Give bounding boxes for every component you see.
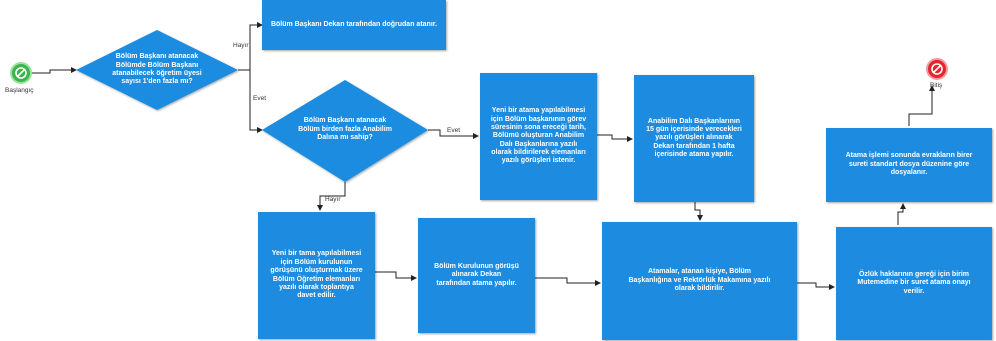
edge-label-d1-no: Hayır <box>233 42 249 49</box>
edge-anabilim-to-bildirim <box>694 202 703 221</box>
edge-gorus-to-anabilim <box>597 134 633 142</box>
box-kurul-gorusu[interactable]: Bölüm Kurulunun görüşü alınarak Dekan ta… <box>418 218 535 333</box>
box-kurul-toplanti[interactable]: Yeni bir tama yapılabilmesi için Bölüm k… <box>258 212 375 339</box>
box-ozluk[interactable]: Özlük haklarının gereği için birim Mutem… <box>836 227 992 340</box>
box-anabilim-15gun[interactable]: Anabilim Dalı Başkanlarının 15 gün içeri… <box>634 75 754 202</box>
edge-decision2-yes <box>428 129 479 139</box>
edge-label-d2-no: Hayır <box>325 196 341 203</box>
end-event[interactable] <box>926 58 948 80</box>
decision-1-shape <box>76 30 238 110</box>
box-gorus-istenir[interactable]: Yeni bir atama yapılabilmesi için Bölüm … <box>480 73 597 200</box>
end-label: Bitiş <box>930 82 943 89</box>
decision-1-text: Bölüm Başkanı atanacak Bölümde Bölüm Baş… <box>112 53 202 86</box>
edge-decision2-no <box>317 182 346 211</box>
decision-2-text: Bölüm Başkanı atanacak Bölüm birden fazl… <box>298 117 392 142</box>
connectors <box>30 22 935 290</box>
edge-label-d2-yes: Evet <box>447 127 461 134</box>
edge-kurul-to-gorusu <box>375 271 417 281</box>
box-bildirim[interactable]: Atamalar, atanan kişiye, Bölüm Başkanlığ… <box>602 222 797 340</box>
edge-gorusu-to-bildirim <box>535 277 601 286</box>
start-event[interactable] <box>10 62 32 84</box>
edge-label-d1-yes: Evet <box>253 95 267 102</box>
box-dosyalama[interactable]: Atama işlemi sonunda evrakların birer su… <box>826 128 992 202</box>
edge-start-decision1 <box>30 67 77 74</box>
start-label: Başlangıç <box>5 87 34 94</box>
edge-bildirim-to-ozluk <box>797 282 835 290</box>
edge-dosyalama-to-end <box>908 85 935 126</box>
box-dekan-atama[interactable]: Bölüm Başkanı Dekan tarafından doğrudan … <box>262 0 446 50</box>
edge-ozluk-to-dosyalama <box>897 203 906 225</box>
decision-2-shape <box>262 80 428 182</box>
edge-decision1-yes <box>238 69 263 133</box>
